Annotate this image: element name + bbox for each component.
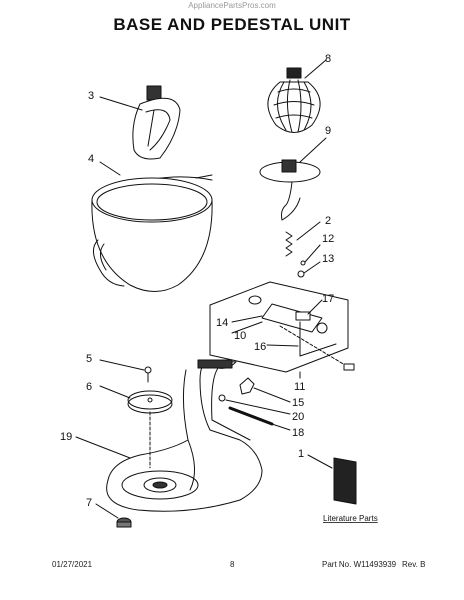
washer-part[interactable] [297, 270, 305, 278]
callout-18: 18 [292, 427, 304, 439]
leader-line [75, 436, 131, 459]
callout-16: 16 [254, 341, 266, 353]
leader-line [299, 137, 327, 163]
leader-line [95, 503, 119, 519]
hinge-assembly-outline [209, 281, 349, 373]
leader-line [296, 221, 321, 241]
leader-line [307, 454, 333, 469]
foot-part[interactable] [116, 517, 132, 528]
callout-6: 6 [86, 381, 92, 393]
callout-7: 7 [86, 497, 92, 509]
callout-13: 13 [322, 253, 334, 265]
callout-10: 10 [234, 330, 246, 342]
callout-15: 15 [292, 397, 304, 409]
callout-20: 20 [292, 411, 304, 423]
leader-line [303, 261, 321, 274]
callout-9: 9 [325, 125, 331, 137]
wire-whip-part[interactable] [267, 67, 321, 133]
callout-5: 5 [86, 353, 92, 365]
pedestal-base-part[interactable] [106, 359, 263, 512]
footer-page-number: 8 [230, 560, 235, 569]
callout-1: 1 [298, 448, 304, 460]
hole-plug-part[interactable] [218, 394, 226, 402]
watermark: AppliancePartsPros.com [188, 1, 276, 10]
footer-revision: Rev. B [402, 560, 426, 569]
leader-line [99, 96, 143, 111]
callout-17: 17 [322, 293, 334, 305]
pin-part[interactable] [300, 260, 306, 266]
callout-8: 8 [325, 53, 331, 65]
hinge-pin-part[interactable] [228, 406, 274, 426]
leader-line [253, 387, 291, 403]
leader-line [266, 344, 299, 347]
callout-11: 11 [294, 381, 305, 393]
footer-date: 01/27/2021 [52, 560, 93, 569]
leader-line [304, 244, 321, 263]
callout-12: 12 [322, 233, 334, 245]
leader-line [231, 321, 263, 334]
dough-hook-part[interactable] [259, 159, 321, 221]
leader-line [304, 59, 327, 79]
flat-beater-part[interactable] [132, 85, 181, 160]
callout-14: 14 [216, 317, 228, 329]
leader-line [99, 161, 121, 176]
spring-part[interactable] [285, 231, 293, 257]
literature-parts-booklet[interactable] [333, 457, 357, 505]
callout-3: 3 [88, 90, 94, 102]
mixing-bowl-part[interactable] [91, 174, 213, 292]
footer-part-number: Part No. W11493939 [322, 560, 397, 569]
leader-line [99, 385, 131, 399]
leader-line [225, 399, 291, 415]
callout-2: 2 [325, 215, 331, 227]
page-title: BASE AND PEDESTAL UNIT [113, 15, 351, 34]
leader-line [307, 299, 323, 315]
screw-part[interactable] [144, 366, 152, 383]
callout-19: 19 [60, 431, 72, 443]
leader-line [99, 359, 145, 371]
bowl-clamping-plate-part[interactable] [127, 390, 173, 414]
leader-line [231, 315, 263, 323]
hinge-assembly-part[interactable] [248, 295, 355, 371]
literature-parts-label: Literature Parts [323, 514, 378, 523]
leader-line [271, 423, 291, 431]
callout-4: 4 [88, 153, 94, 165]
clip-part[interactable] [239, 377, 255, 395]
